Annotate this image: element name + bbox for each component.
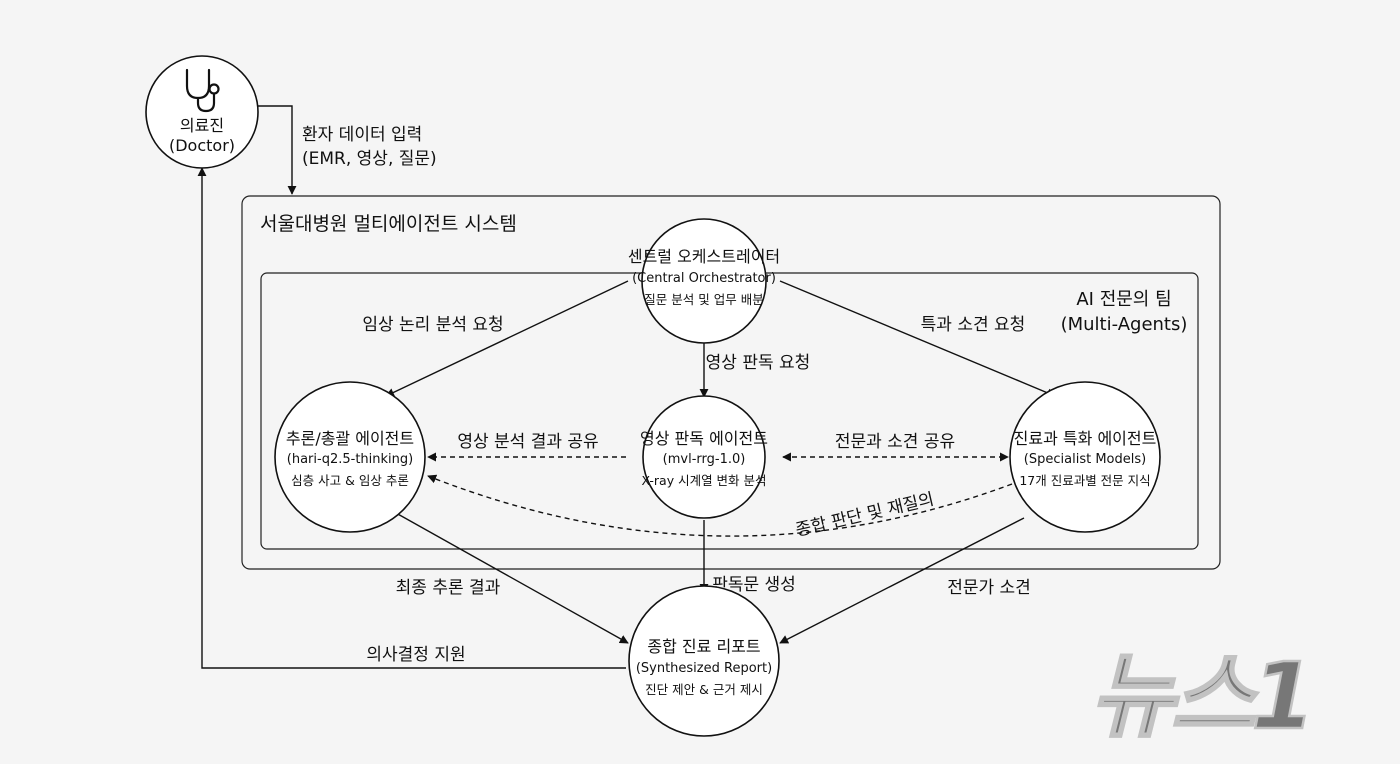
share-imaging-label: 영상 분석 결과 공유 [457, 432, 598, 452]
system-frame [241, 195, 1221, 570]
report-desc: 진단 제안 & 근거 제시 [645, 682, 763, 697]
specialty-request-arrow [779, 280, 1056, 398]
watermark-text: 뉴스1 [1090, 643, 1311, 750]
reasoning-agent-desc: 심층 사고 & 임상 추론 [291, 473, 409, 488]
reconsult-arrow [427, 474, 1013, 537]
specialist-agent-subtitle: (Specialist Models) [1024, 452, 1146, 467]
input-label-line1: 환자 데이터 입력 [302, 125, 422, 145]
decision-support-arrow [197, 167, 626, 669]
imaging-agent-subtitle: (mvl-rrg-1.0) [663, 452, 746, 467]
expert-opinion-label: 전문가 소견 [947, 578, 1031, 598]
doctor-subtitle: (Doctor) [169, 136, 235, 155]
reasoning-agent-node: 추론/총괄 에이전트 (hari-q2.5-thinking) 심층 사고 & … [274, 381, 426, 533]
final-reasoning-label: 최종 추론 결과 [396, 578, 501, 598]
expert-opinion-arrow [779, 517, 1025, 644]
doctor-title: 의료진 [180, 116, 224, 135]
reconsult-label: 종합 판단 및 재질의 [794, 489, 936, 540]
orchestrator-title: 센트럴 오케스트레이터 [628, 247, 780, 266]
specialist-agent-desc: 17개 진료과별 전문 지식 [1019, 473, 1150, 488]
orchestrator-desc: 질문 분석 및 업무 배분 [644, 292, 763, 307]
imaging-agent-desc: X-ray 시계열 변화 분석 [641, 473, 766, 488]
decision-support-label: 의사결정 지원 [366, 645, 465, 665]
imaging-agent-node: 영상 판독 에이전트 (mvl-rrg-1.0) X-ray 시계열 변화 분석 [640, 395, 768, 519]
doctor-node: 의료진 (Doctor) [145, 55, 259, 169]
input-label-line2: (EMR, 영상, 질문) [302, 149, 437, 169]
report-node: 종합 진료 리포트 (Synthesized Report) 진단 제안 & 근… [628, 585, 780, 737]
reasoning-agent-title: 추론/총괄 에이전트 [286, 429, 414, 448]
report-title: 종합 진료 리포트 [647, 637, 760, 656]
imaging-request-label: 영상 판독 요청 [706, 353, 811, 373]
system-title: 서울대병원 멀티에이전트 시스템 [260, 213, 517, 235]
edges [197, 105, 1056, 669]
clinical-request-arrow [385, 280, 629, 397]
orchestrator-node: 센트럴 오케스트레이터 (Central Orchestrator) 질문 분석… [628, 218, 780, 344]
report-generation-label: 판독문 생성 [712, 575, 796, 595]
news1-watermark-logo: 뉴스1 [1089, 642, 1317, 752]
team-subtitle: (Multi-Agents) [1061, 314, 1188, 335]
specialist-agent-node: 진료과 특화 에이전트 (Specialist Models) 17개 진료과별… [1009, 381, 1161, 533]
specialty-request-label: 특과 소견 요청 [921, 315, 1026, 335]
share-specialty-label: 전문과 소견 공유 [835, 432, 955, 452]
reasoning-agent-subtitle: (hari-q2.5-thinking) [287, 452, 413, 467]
final-reasoning-arrow [395, 512, 629, 644]
specialist-agent-title: 진료과 특화 에이전트 [1014, 429, 1157, 448]
clinical-request-label: 임상 논리 분석 요청 [362, 315, 503, 335]
stethoscope-icon [185, 68, 220, 113]
orchestrator-subtitle: (Central Orchestrator) [632, 271, 776, 286]
team-title: AI 전문의 팀 [1076, 289, 1171, 310]
input-arrow [258, 105, 297, 195]
imaging-agent-title: 영상 판독 에이전트 [640, 429, 768, 448]
report-subtitle: (Synthesized Report) [636, 661, 772, 676]
